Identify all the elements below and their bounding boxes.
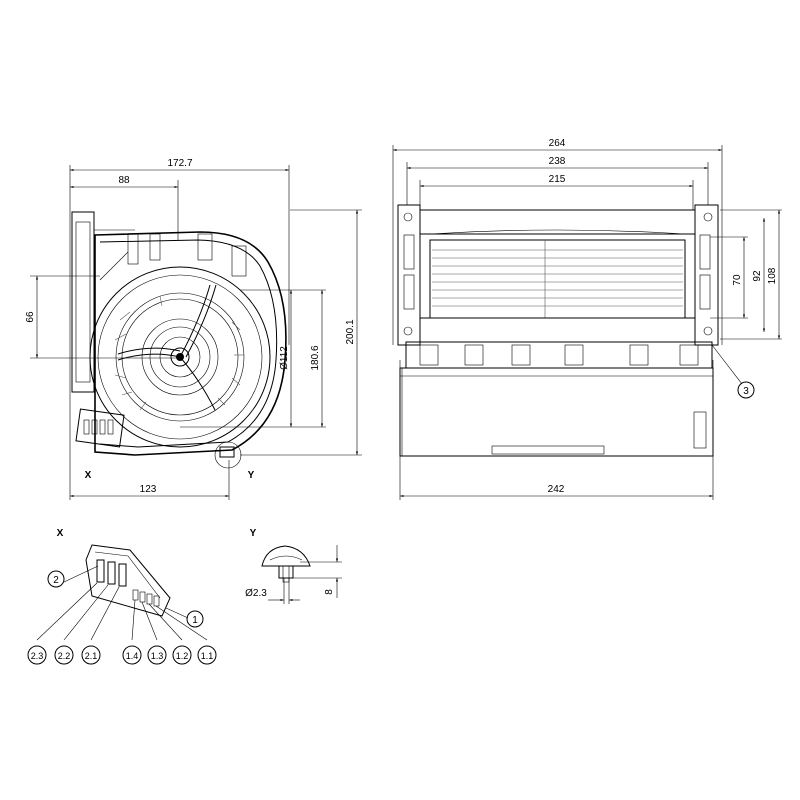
dim-w-inner: 215	[549, 174, 566, 185]
pin-1-1: 1.1	[201, 651, 214, 661]
callout-3: 3	[743, 386, 749, 397]
dim-height-left: 66	[25, 311, 36, 323]
group-callout-2: 2	[53, 575, 59, 586]
impeller-outer	[89, 266, 271, 448]
scroll-housing	[94, 231, 287, 456]
pin-2-2: 2.2	[58, 651, 71, 661]
callout-3-circle	[737, 381, 755, 399]
front-view	[30, 165, 362, 500]
detail-x-title: X	[57, 528, 64, 539]
dim-width-axis: 88	[118, 175, 130, 186]
dim-width-overall: 172.7	[167, 158, 192, 169]
grommet	[261, 545, 311, 567]
flange-right	[694, 204, 719, 346]
mounting-flange	[71, 211, 95, 393]
connector-detail	[85, 544, 171, 617]
hub	[170, 347, 190, 367]
detail-y-title: Y	[250, 528, 257, 539]
dim-diameter: Ø112	[279, 346, 290, 370]
dim-h70: 70	[732, 274, 743, 286]
marker-y: Y	[248, 470, 255, 481]
detail-y	[261, 545, 342, 604]
dim-h92: 92	[752, 270, 763, 282]
dim-bottom-width: 123	[140, 484, 157, 495]
dim-d23: Ø2.3	[245, 588, 267, 599]
dim-h108: 108	[767, 267, 778, 284]
marker-x: X	[85, 470, 92, 481]
pin-2-1: 2.1	[85, 651, 98, 661]
group-callout-1: 1	[192, 615, 198, 626]
side-view	[392, 145, 782, 500]
pin-1-2: 1.2	[176, 651, 189, 661]
dim-height-inner: 180.6	[310, 345, 321, 370]
connector-box	[75, 408, 125, 448]
dim-w-overall: 264	[549, 138, 566, 149]
dim-bottom-width-side: 242	[548, 484, 565, 495]
detail-y-circle	[214, 441, 242, 469]
motor-body	[399, 367, 714, 457]
dim-h8: 8	[324, 589, 335, 595]
dim-height-overall: 200.1	[345, 319, 356, 344]
dim-w-mid: 238	[549, 156, 566, 167]
detail-x	[27, 544, 217, 665]
pin-1-4: 1.4	[126, 651, 139, 661]
pin-1-3: 1.3	[151, 651, 164, 661]
pin-2-3: 2.3	[31, 651, 44, 661]
